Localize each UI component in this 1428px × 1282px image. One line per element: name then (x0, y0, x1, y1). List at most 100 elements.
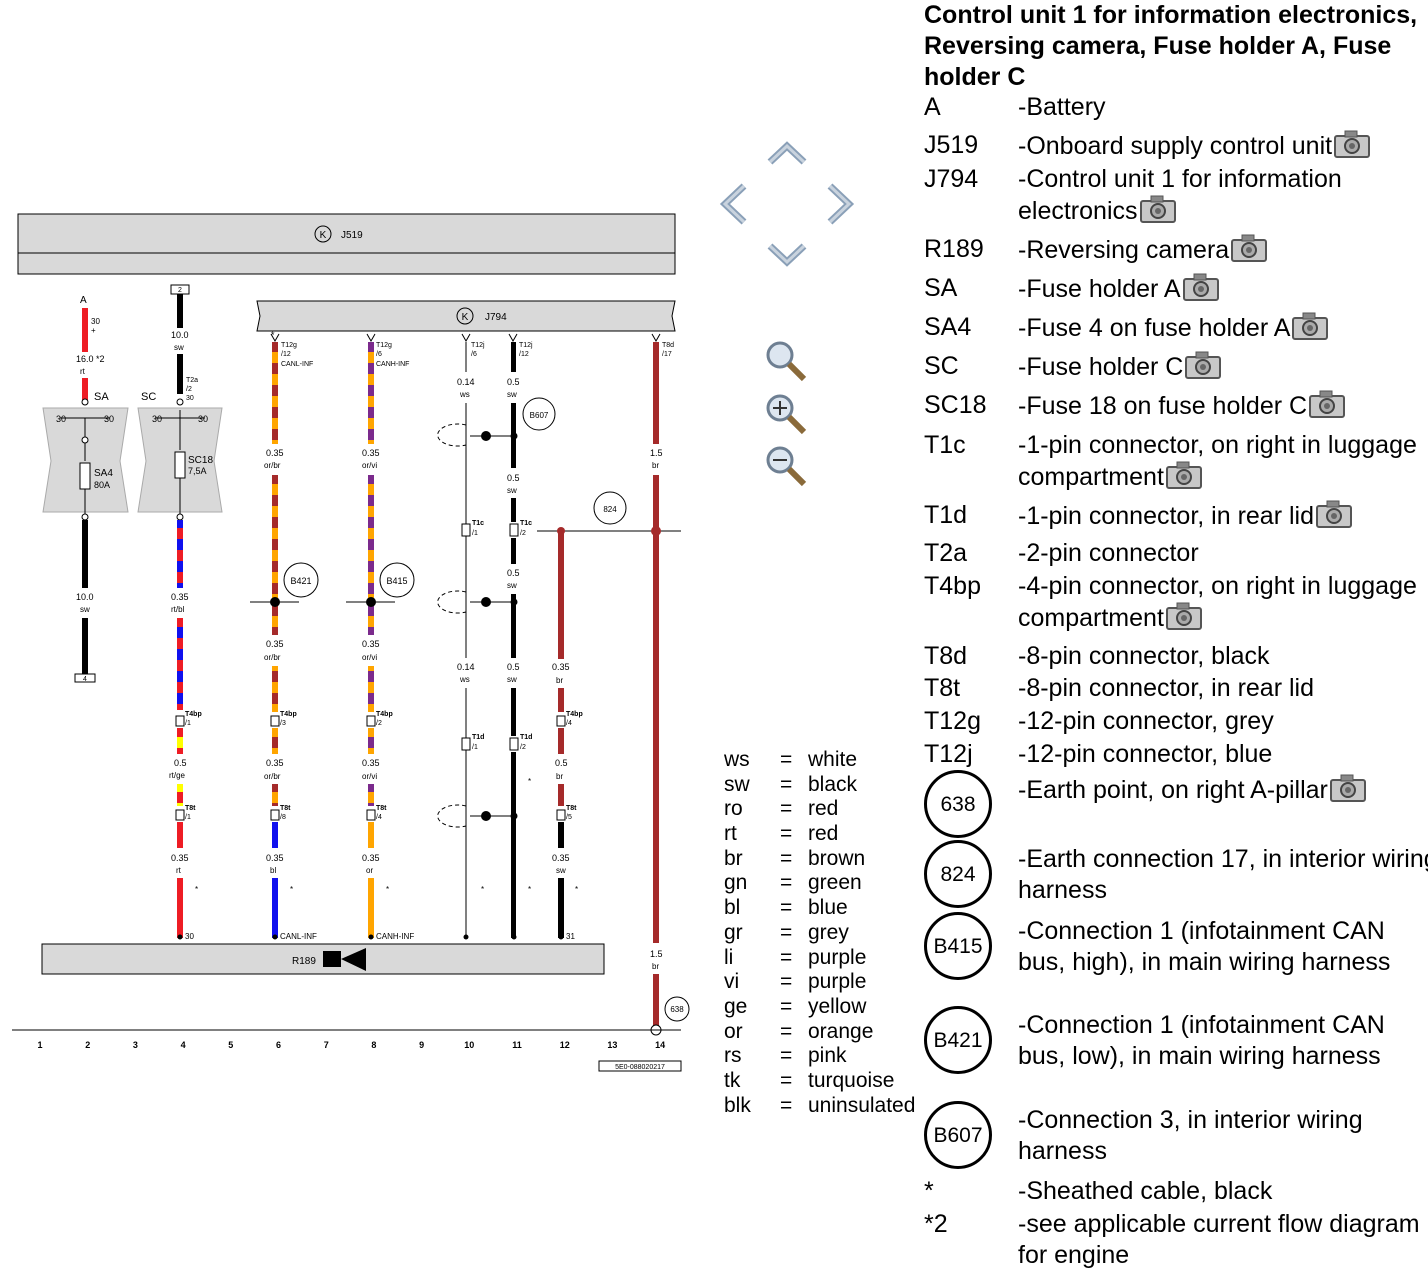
track-14-wires: T8d /17 1.5 br 1.5 br 638 (650, 342, 690, 1036)
color-code-name: pink (808, 1044, 847, 1068)
camera-icon[interactable] (1292, 312, 1329, 340)
camera-icon[interactable] (1165, 461, 1202, 489)
color-code-name: orange (808, 1019, 874, 1043)
legend-desc-text: -Connection 1 (infotainment CAN bus, hig… (1018, 917, 1391, 976)
t8t-pin: /4 (376, 814, 382, 821)
zoom-fit-icon[interactable] (766, 341, 807, 382)
legend-desc-text: -1-pin connector, in rear lid (1018, 502, 1314, 530)
point-b607: B607 (530, 411, 549, 420)
legend-desc-text: -Fuse holder A (1018, 275, 1181, 303)
wire-color: rt/ge (169, 771, 186, 780)
color-code-name: uninsulated (808, 1093, 916, 1117)
arrow-down-icon[interactable] (767, 243, 807, 267)
t4bp-pin: /2 (376, 720, 382, 727)
camera-icon[interactable] (1315, 500, 1352, 528)
track-11-wires: T12j /12 0.5 sw B607 0.5 sw T1c /2 0.5 s… (437, 342, 556, 940)
wire-color: br (556, 676, 563, 685)
camera-icon[interactable] (1329, 774, 1366, 802)
legend-code: SC (924, 352, 959, 380)
camera-body-icon (323, 951, 341, 967)
track-12-wires: 824 0.35 br T4bp /4 0.5 br T8t /5 0.35 s… (537, 491, 681, 941)
legend-desc-text: -12-pin connector, blue (1018, 740, 1273, 768)
camera-icon[interactable] (1165, 602, 1202, 630)
track-6-wires: * T12g /12 CANL-INF 0.35 or/br B421 0.35… (250, 330, 319, 941)
legend-desc-text: -Earth point, on right A-pillar (1018, 776, 1328, 804)
color-code-name: red (808, 822, 839, 846)
wire-color: ws (459, 675, 470, 684)
camera-lens-icon (341, 948, 366, 971)
track-number: 9 (419, 1040, 424, 1050)
wire-size: 1.5 (650, 949, 663, 959)
j794-label: J794 (485, 312, 507, 323)
track-number: 3 (133, 1040, 138, 1050)
wire-size: 0.35 (362, 758, 380, 768)
r189-pin-31: 31 (566, 932, 575, 941)
legend-desc: -12-pin connector, blue (1018, 739, 1428, 770)
color-code-eq: = (780, 846, 793, 870)
wire-size: 0.5 (555, 758, 568, 768)
legend-desc-text: -Reversing camera (1018, 236, 1230, 264)
arrow-left-icon[interactable] (719, 183, 747, 225)
wire-color: br (652, 461, 659, 470)
color-code-abbr: rt (724, 822, 737, 846)
zoom-out-icon[interactable] (766, 446, 807, 487)
wire-color: or/vi (362, 772, 377, 781)
camera-icon[interactable] (1139, 195, 1176, 223)
legend-desc-text: -Fuse holder C (1018, 353, 1184, 381)
wire-size: 0.14 (457, 377, 475, 387)
camera-icon[interactable] (1309, 390, 1346, 418)
legend-desc: -Fuse holder C (1018, 351, 1428, 383)
r189-label: R189 (292, 956, 316, 967)
earth-point-badge: 824 (924, 840, 992, 908)
wire-size: 1.5 (650, 448, 663, 458)
wiring-diagram: K J519 K J794 SA 30 30 SA4 80A SC 30 30 … (12, 213, 690, 1072)
sheath-mark: * (386, 885, 389, 894)
color-code-eq: = (780, 822, 793, 846)
r189-unit: R189 (41, 943, 605, 975)
wire-color: or/br (264, 653, 281, 662)
color-code-name: yellow (808, 994, 867, 1018)
t12j-pin: /12 (519, 351, 529, 358)
t8t-label: T8t (376, 805, 387, 812)
legend-desc: -1-pin connector, on right in luggage co… (1018, 430, 1428, 493)
legend-code: R189 (924, 235, 984, 263)
t2a-term: 30 (186, 395, 194, 402)
color-code-abbr: bl (724, 896, 741, 920)
wire-color: br (652, 962, 659, 971)
color-code-abbr: rs (724, 1044, 742, 1068)
earth-point-badge: B421 (924, 1006, 992, 1074)
t12g-label: T12g (376, 342, 392, 349)
t1d-label: T1d (472, 734, 484, 741)
legend-desc-text: -Battery (1018, 93, 1106, 121)
camera-icon[interactable] (1185, 351, 1222, 379)
wire-size: 10.0 (76, 592, 94, 602)
zoom-in-icon[interactable] (766, 394, 807, 435)
camera-icon[interactable] (1334, 130, 1371, 158)
legend-desc: -8-pin connector, black (1018, 641, 1428, 672)
wire-size: 0.35 (362, 448, 380, 458)
j794-pins (270, 333, 661, 343)
point-b421: B421 (290, 576, 311, 586)
t1c-label: T1c (520, 520, 532, 527)
j519-k-symbol: K (320, 230, 327, 241)
wire-size: 0.35 (552, 662, 570, 672)
legend-code: T1c (924, 431, 966, 459)
track-2-wires: A 30 + 16.0 *2 rt 10.0 sw 4 (74, 295, 105, 683)
wire-size: 0.35 (266, 639, 284, 649)
t1d-pin: /2 (520, 744, 526, 751)
arrow-up-icon[interactable] (767, 141, 807, 165)
camera-icon[interactable] (1182, 273, 1219, 301)
legend-desc: -Onboard supply control unit (1018, 130, 1428, 162)
wire-color: sw (507, 486, 517, 495)
color-code-abbr: blk (724, 1093, 751, 1117)
t12g-label: T12g (281, 342, 297, 349)
track-8-wires: T12g /6 CANH-INF 0.35 or/vi B415 0.35 or… (346, 342, 415, 941)
color-code-eq: = (780, 1019, 793, 1043)
sc-term-left: 30 (152, 414, 162, 424)
camera-icon[interactable] (1231, 234, 1268, 262)
arrow-right-icon[interactable] (827, 183, 855, 225)
wire-color: or/br (264, 772, 281, 781)
color-code-eq: = (780, 1068, 793, 1092)
point-b415: B415 (386, 576, 407, 586)
battery-label: A (80, 295, 87, 306)
